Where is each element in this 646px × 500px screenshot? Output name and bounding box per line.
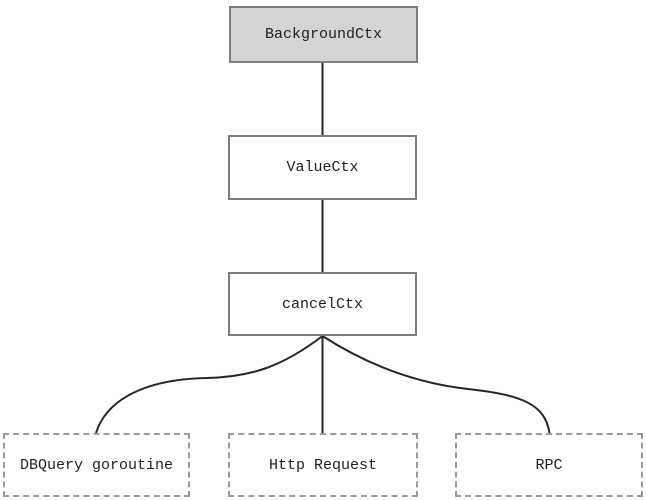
- node-dbquery-goroutine-label: DBQuery goroutine: [19, 456, 174, 474]
- node-backgroundctx-label: BackgroundCtx: [264, 26, 383, 43]
- node-valuectx: ValueCtx: [228, 135, 417, 200]
- edge-cancelctx-rpc: [321, 335, 551, 434]
- node-cancelctx: cancelCtx: [228, 272, 417, 336]
- node-rpc-label: RPC: [535, 456, 563, 474]
- node-rpc: RPC: [455, 433, 643, 497]
- node-http-request-label: Http Request: [268, 456, 378, 474]
- node-cancelctx-label: cancelCtx: [281, 295, 363, 313]
- node-dbquery-goroutine: DBQuery goroutine: [3, 433, 190, 497]
- node-http-request: Http Request: [228, 433, 418, 497]
- node-backgroundctx: BackgroundCtx: [229, 6, 418, 63]
- node-valuectx-label: ValueCtx: [286, 159, 359, 176]
- edge-cancelctx-dbquery: [95, 335, 324, 434]
